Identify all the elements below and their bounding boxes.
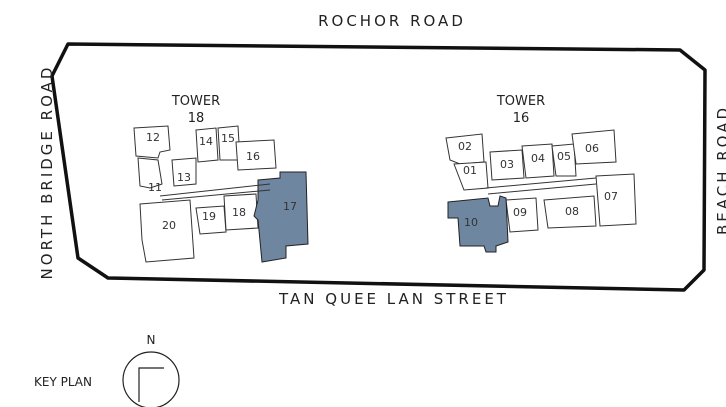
- unit-05-number: 05: [557, 150, 571, 163]
- unit-11-number: 11: [148, 181, 162, 194]
- road-left-label: NORTH BRIDGE ROAD: [38, 65, 56, 280]
- unit-08[interactable]: [543, 195, 597, 229]
- unit-16[interactable]: [235, 139, 277, 171]
- unit-16-number: 16: [246, 150, 260, 163]
- site-boundary: [50, 42, 707, 292]
- unit-10-number: 10: [464, 216, 478, 229]
- unit-09[interactable]: [505, 197, 539, 233]
- unit-11[interactable]: [137, 157, 163, 189]
- unit-03-number: 03: [500, 158, 514, 171]
- unit-06-number: 06: [585, 142, 599, 155]
- compass-icon: [122, 351, 180, 407]
- unit-17-number: 17: [283, 200, 297, 213]
- unit-04[interactable]: [521, 143, 555, 179]
- road-bottom-label: TAN QUEE LAN STREET: [278, 290, 509, 308]
- north-label: N: [147, 333, 156, 347]
- road-top-label: ROCHOR ROAD: [318, 12, 466, 30]
- unit-01-number: 01: [463, 164, 477, 177]
- key-plan-label: KEY PLAN: [34, 375, 92, 389]
- tower-16-label: TOWER: [496, 94, 545, 109]
- unit-20-number: 20: [162, 219, 176, 232]
- unit-07[interactable]: [595, 173, 637, 227]
- unit-14-number: 14: [199, 135, 213, 148]
- unit-18-number: 18: [232, 206, 246, 219]
- tower-16-number: 16: [513, 111, 530, 126]
- unit-08-number: 08: [565, 205, 579, 218]
- unit-15-number: 15: [221, 132, 235, 145]
- unit-05[interactable]: [551, 143, 577, 177]
- unit-02-number: 02: [458, 140, 472, 153]
- unit-06[interactable]: [571, 129, 617, 165]
- unit-13-number: 13: [177, 171, 191, 184]
- unit-12-number: 12: [146, 131, 160, 144]
- unit-07-number: 07: [604, 190, 618, 203]
- unit-10[interactable]: [447, 195, 509, 253]
- compass-arrow-icon: [138, 367, 164, 402]
- road-right-label: BEACH ROAD: [714, 105, 726, 235]
- tower-18-units: [133, 125, 309, 263]
- unit-17[interactable]: [253, 171, 309, 263]
- unit-14[interactable]: [195, 127, 219, 163]
- unit-20[interactable]: [139, 199, 195, 263]
- unit-13[interactable]: [171, 157, 197, 187]
- unit-04-number: 04: [531, 152, 545, 165]
- unit-19[interactable]: [195, 205, 227, 235]
- unit-18[interactable]: [223, 193, 259, 231]
- unit-03[interactable]: [489, 149, 525, 181]
- tower-18-number: 18: [188, 111, 205, 126]
- unit-09-number: 09: [513, 206, 527, 219]
- tower-16-units: [445, 129, 637, 253]
- unit-12[interactable]: [133, 125, 171, 159]
- tower-18-label: TOWER: [171, 94, 220, 109]
- unit-19-number: 19: [202, 210, 216, 223]
